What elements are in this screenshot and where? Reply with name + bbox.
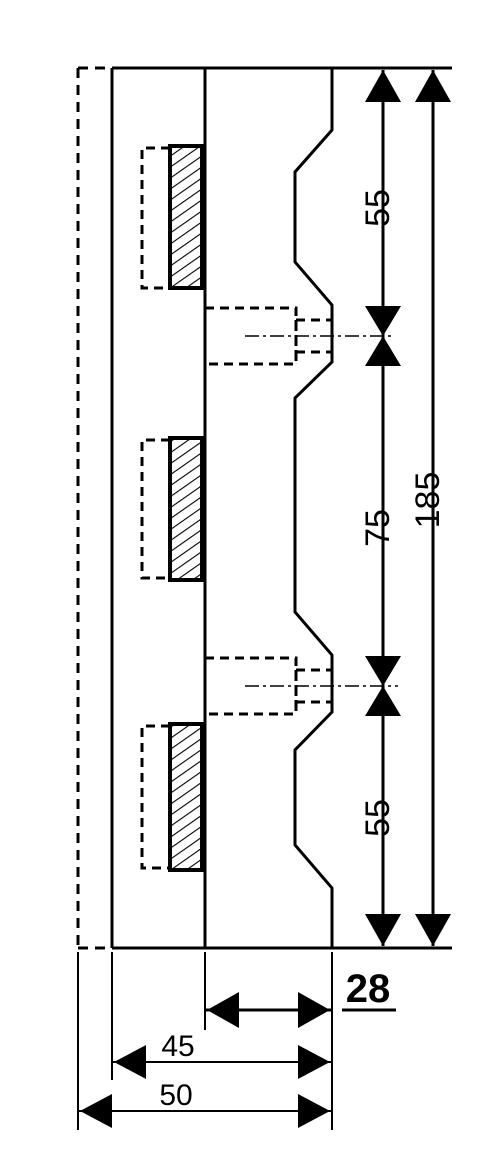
overall-arrowheads xyxy=(415,70,451,946)
dim-55-bottom: 55 xyxy=(359,799,397,837)
dim-55-top: 55 xyxy=(359,189,397,227)
vertical-dimension-lines xyxy=(381,70,435,946)
body-outline xyxy=(110,66,452,950)
dimension-45: 45 xyxy=(112,1030,332,1079)
dim-50-label: 50 xyxy=(159,1079,192,1112)
spacing-arrowheads xyxy=(365,70,401,946)
hatched-insert-bottom xyxy=(140,722,204,872)
dimension-50: 50 xyxy=(78,1079,332,1128)
hidden-bore-lower xyxy=(205,656,332,716)
dimension-28: 28 xyxy=(205,967,396,1028)
dim-75-middle: 75 xyxy=(359,509,397,547)
hatched-insert-middle xyxy=(140,436,204,582)
extension-lines xyxy=(77,952,333,1130)
dim-185-overall: 185 xyxy=(409,472,447,529)
hidden-bore-upper xyxy=(205,306,332,366)
dim-45-label: 45 xyxy=(161,1030,194,1063)
hatched-insert-top xyxy=(140,144,204,290)
dim-28-label: 28 xyxy=(346,967,391,1011)
outer-dashed-boundary xyxy=(76,66,108,950)
right-profile xyxy=(293,68,334,948)
